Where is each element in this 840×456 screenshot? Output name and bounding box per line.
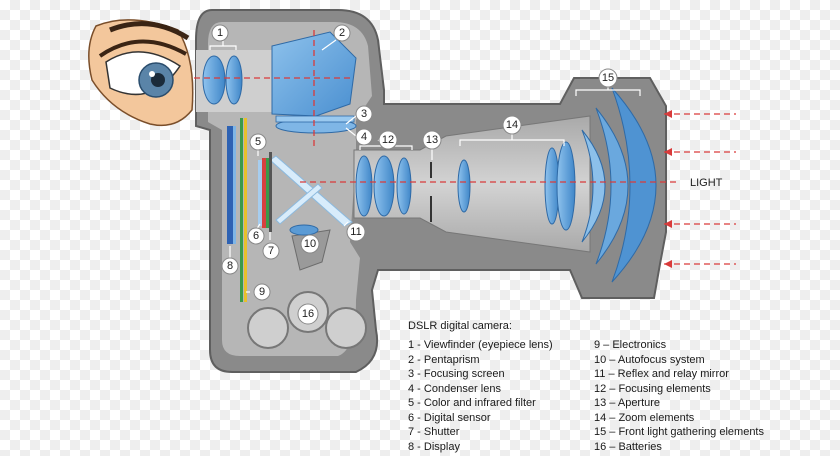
autofocus-lens <box>289 224 319 236</box>
eye-illustration <box>88 19 194 127</box>
light-label: LIGHT <box>690 177 723 189</box>
legend-item: 16 – Batteries <box>594 440 662 453</box>
battery-left <box>247 307 289 349</box>
callout-3: 3 <box>355 105 373 123</box>
svg-text:3: 3 <box>361 108 367 120</box>
legend-item: 3 - Focusing screen <box>408 368 505 380</box>
condenser-lens <box>275 115 355 123</box>
legend-item: 5 - Color and infrared filter <box>408 397 536 409</box>
focus-lens-3 <box>396 157 412 215</box>
svg-text:5: 5 <box>255 136 261 148</box>
legend-item: 14 – Zoom elements <box>594 411 695 424</box>
callout-9: 9 <box>253 283 271 301</box>
legend-item: 8 - Display <box>408 440 460 453</box>
color-filter <box>258 160 264 226</box>
callout-7: 7 <box>262 242 280 260</box>
legend-item: 6 - Digital sensor <box>408 411 491 424</box>
svg-text:9: 9 <box>259 286 265 298</box>
legend-item: 13 – Aperture <box>594 397 661 409</box>
callout-16: 16 <box>297 303 319 325</box>
focus-lens-2 <box>373 155 395 217</box>
shutter-dark <box>269 152 272 232</box>
svg-text:15: 15 <box>602 72 614 84</box>
zoom-lens-3 <box>556 141 576 231</box>
svg-text:2: 2 <box>339 27 345 39</box>
light-rays <box>174 30 736 265</box>
callout-8: 8 <box>221 257 239 275</box>
display-panel <box>227 126 233 244</box>
legend-item: 10 – Autofocus system <box>594 353 705 366</box>
legend-item: 7 - Shutter <box>408 426 460 438</box>
callout-1: 1 <box>211 24 229 42</box>
callout-12: 12 <box>378 130 398 150</box>
legend-left-column: 1 - Viewfinder (eyepiece lens) 2 - Penta… <box>408 338 594 454</box>
svg-text:8: 8 <box>227 260 233 272</box>
callout-15: 15 <box>598 68 618 88</box>
svg-text:4: 4 <box>361 131 367 143</box>
zoom-lens-1 <box>457 159 471 213</box>
battery-right <box>325 307 367 349</box>
svg-text:13: 13 <box>426 134 438 146</box>
relay-mirror <box>275 183 323 225</box>
svg-text:12: 12 <box>382 134 394 146</box>
eyepiece-lens-a <box>202 55 226 105</box>
callout-14: 14 <box>502 115 522 135</box>
callout-10: 10 <box>300 234 320 254</box>
legend: DSLR digital camera: 1 - Viewfinder (eye… <box>408 320 828 454</box>
display-glass <box>233 126 236 244</box>
callout-2: 2 <box>333 24 351 42</box>
callout-4: 4 <box>355 128 373 146</box>
electronics-strip-green <box>240 118 243 302</box>
aperture-bottom <box>430 196 432 222</box>
legend-item: 12 – Focusing elements <box>594 382 711 395</box>
shutter-strip <box>266 158 269 228</box>
digital-sensor <box>262 158 266 228</box>
aperture-top <box>430 162 432 178</box>
legend-right-column: 9 – Electronics 10 – Autofocus system 11… <box>594 338 764 454</box>
callout-5: 5 <box>249 133 267 151</box>
eyepiece-lens-b <box>225 55 243 105</box>
legend-item: 11 – Reflex and relay mirror <box>594 368 729 380</box>
svg-text:10: 10 <box>304 238 316 250</box>
front-element-1 <box>611 87 657 283</box>
svg-text:6: 6 <box>253 230 259 242</box>
callout-11: 11 <box>346 222 366 242</box>
focus-lens-1 <box>355 155 373 217</box>
svg-text:1: 1 <box>217 27 223 39</box>
svg-text:11: 11 <box>350 226 361 238</box>
legend-item: 9 – Electronics <box>594 339 667 351</box>
front-element-2 <box>595 107 629 265</box>
electronics-strip-yellow <box>244 118 247 302</box>
legend-title: DSLR digital camera: <box>408 320 512 332</box>
svg-text:16: 16 <box>302 308 314 320</box>
callout-13: 13 <box>422 130 442 150</box>
svg-text:14: 14 <box>506 119 518 131</box>
callout-6: 6 <box>247 227 265 245</box>
callouts: 1 2 3 4 5 6 7 8 9 10 11 12 13 14 15 16 <box>211 24 618 325</box>
legend-item: 1 - Viewfinder (eyepiece lens) <box>408 339 553 351</box>
legend-item: 4 - Condenser lens <box>408 382 501 395</box>
legend-item: 2 - Pentaprism <box>408 353 480 366</box>
front-element-3 <box>581 129 606 243</box>
svg-text:7: 7 <box>268 245 274 257</box>
legend-item: 15 – Front light gathering elements <box>594 426 764 438</box>
